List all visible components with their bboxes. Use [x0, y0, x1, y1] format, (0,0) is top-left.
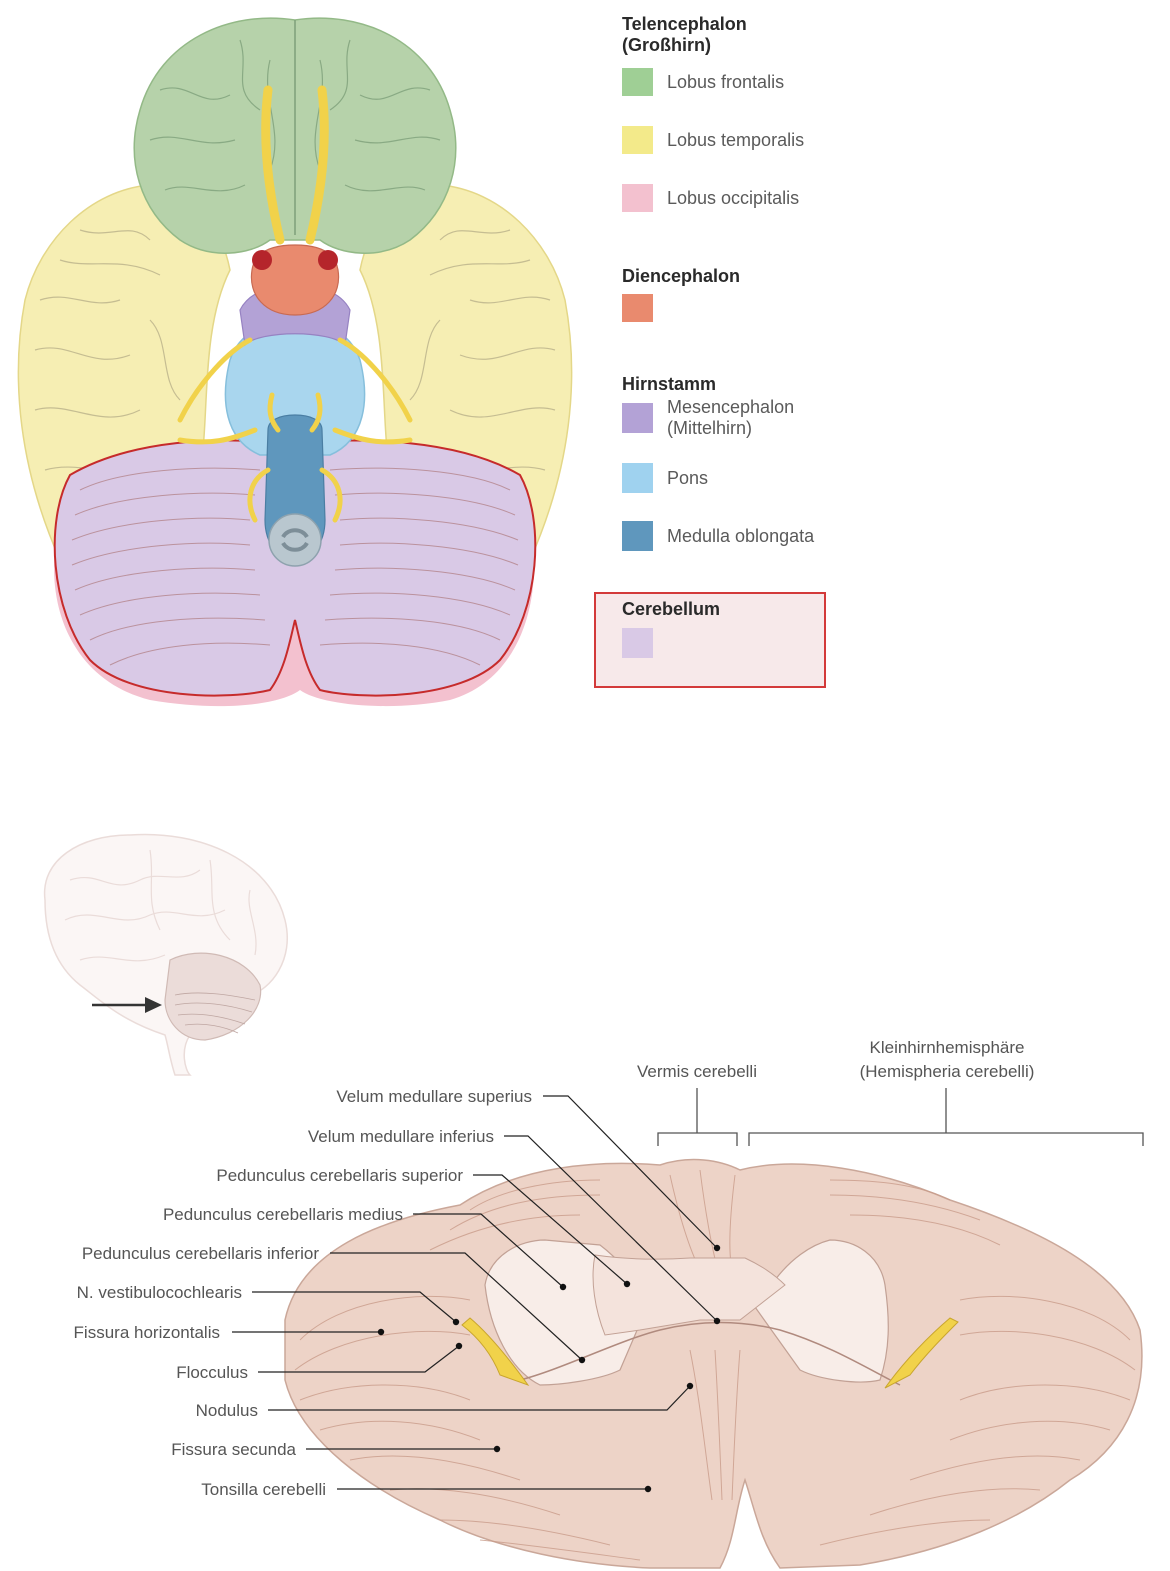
- leader-lines: [232, 1095, 718, 1490]
- diencephalon-region: [250, 244, 340, 316]
- olfactory-tracts: [261, 85, 329, 245]
- label-n-vestibulocochlearis: N. vestibulocochlearis: [77, 1283, 242, 1302]
- callout-labels: Velum medullare superius Velum medullare…: [74, 1087, 532, 1499]
- legend-swatch-cerebellum: [622, 628, 653, 658]
- fourth-ventricle-roof: [592, 1254, 786, 1336]
- label-pedunculus-cerebellaris-superior: Pedunculus cerebellaris superior: [216, 1166, 463, 1185]
- hemisphere-bracket: [748, 1088, 1144, 1146]
- cerebellum-folia-lines: [294, 1169, 1136, 1561]
- vermis-bracket: [657, 1088, 738, 1146]
- legend-label-medulla-oblongata: Medulla oblongata: [667, 526, 815, 546]
- thumbnail-cerebellum: [164, 952, 262, 1041]
- label-velum-medullare-superius: Velum medullare superius: [336, 1087, 532, 1106]
- brain-basal-view: [17, 17, 573, 707]
- label-vermis-cerebelli: Vermis cerebelli: [637, 1062, 757, 1081]
- vestibulocochlear-nerve-right: [884, 1317, 959, 1389]
- grey-matter-section: [281, 528, 309, 552]
- vestibulocochlear-nerve-left: [461, 1317, 530, 1387]
- legend-swatch-lobus-occipitalis: [622, 184, 653, 212]
- legend-heading-telencephalon-sub: (Großhirn): [622, 35, 711, 55]
- label-tonsilla-cerebelli: Tonsilla cerebelli: [201, 1480, 326, 1499]
- label-nodulus: Nodulus: [196, 1401, 258, 1420]
- cranial-nerves: [177, 337, 413, 523]
- legend-label-mesencephalon: Mesencephalon: [667, 397, 794, 417]
- legend-swatch-pons: [622, 463, 653, 493]
- label-hemispheria-cerebelli: (Hemispheria cerebelli): [860, 1062, 1035, 1081]
- spinal-cord-section: [268, 513, 322, 567]
- legend-label-pons: Pons: [667, 468, 708, 488]
- label-velum-medullare-inferius: Velum medullare inferius: [308, 1127, 494, 1146]
- legend-swatch-medulla-oblongata: [622, 521, 653, 551]
- frontal-gyri: [149, 39, 441, 192]
- legend-label-lobus-frontalis: Lobus frontalis: [667, 72, 784, 92]
- legend-heading-diencephalon: Diencephalon: [622, 266, 740, 286]
- legend-swatch-mesencephalon: [622, 403, 653, 433]
- legend-heading-hirnstamm: Hirnstamm: [622, 374, 716, 394]
- label-pedunculus-cerebellaris-inferior: Pedunculus cerebellaris inferior: [82, 1244, 320, 1263]
- label-kleinhirnhemisphaere: Kleinhirnhemisphäre: [870, 1038, 1025, 1057]
- legend-swatch-diencephalon: [622, 294, 653, 322]
- legend-swatch-lobus-temporalis: [622, 126, 653, 154]
- orientation-brain-thumbnail: [43, 833, 288, 1076]
- legend-heading-telencephalon: Telencephalon: [622, 14, 747, 34]
- label-fissura-horizontalis: Fissura horizontalis: [74, 1323, 220, 1342]
- cerebellum-anterior-view: [284, 1158, 1143, 1569]
- artery-left: [252, 250, 272, 270]
- artery-right: [318, 250, 338, 270]
- leader-dots: [377, 1244, 721, 1493]
- legend-label-lobus-occipitalis: Lobus occipitalis: [667, 188, 799, 208]
- label-fissura-secunda: Fissura secunda: [171, 1440, 296, 1459]
- legend-swatch-lobus-frontalis: [622, 68, 653, 96]
- arrow-head-icon: [145, 997, 162, 1013]
- cerebellum-folia: [71, 467, 519, 666]
- peduncle-cut-right: [749, 1239, 889, 1383]
- legend-heading-cerebellum: Cerebellum: [622, 599, 720, 619]
- label-pedunculus-cerebellaris-medius: Pedunculus cerebellaris medius: [163, 1205, 403, 1224]
- legend-label-mittelhirn: (Mittelhirn): [667, 418, 752, 438]
- legend-label-lobus-temporalis: Lobus temporalis: [667, 130, 804, 150]
- legend: Telencephalon (Großhirn) Lobus frontalis…: [594, 14, 826, 688]
- label-flocculus: Flocculus: [176, 1363, 248, 1382]
